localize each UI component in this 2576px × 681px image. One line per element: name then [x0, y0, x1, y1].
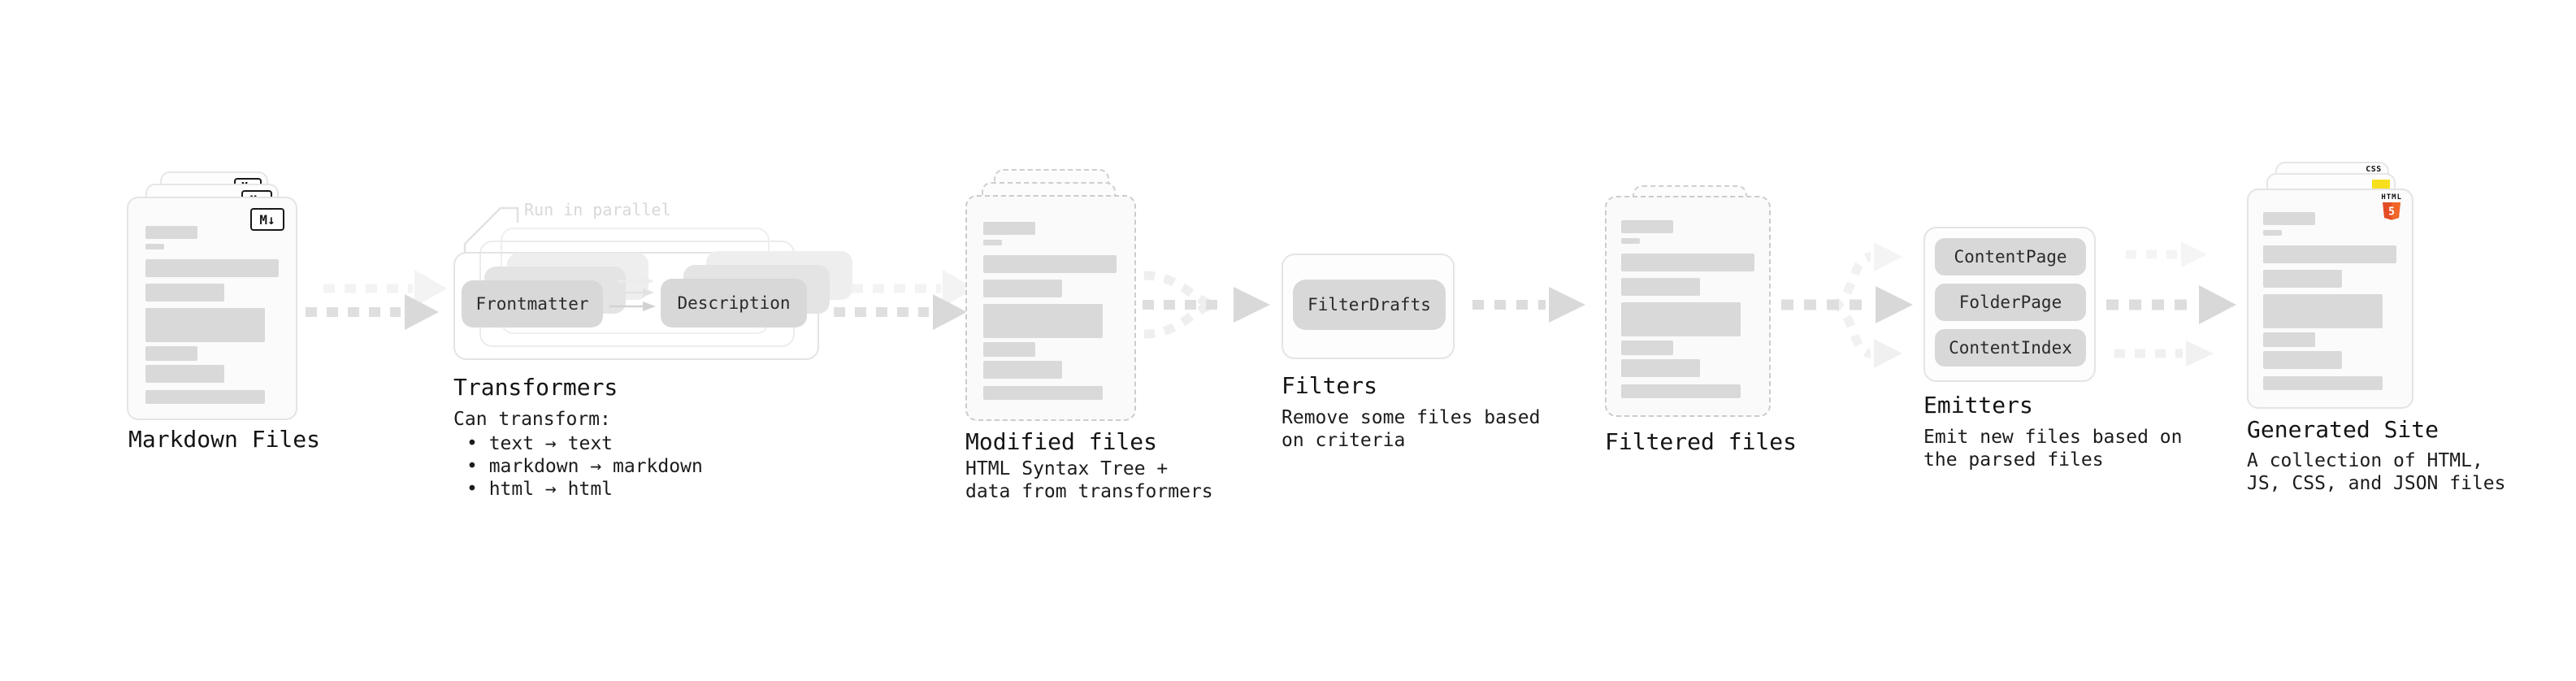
html5-icon: HTML 5 [2381, 194, 2402, 223]
stage-label-transformers: Transformers [453, 374, 618, 401]
text-line-placeholder [2263, 212, 2315, 225]
text-line-placeholder [145, 226, 197, 239]
pill-flow-arrows [609, 276, 656, 311]
text-line-placeholder [1621, 384, 1741, 398]
bullet-item: • html → html [466, 479, 614, 500]
markdown-file-card-front: M↓ [127, 197, 297, 420]
emitter-content-page-pill: ContentPage [1935, 238, 2086, 275]
text-line-placeholder [145, 259, 279, 277]
bullet-item: • markdown → markdown [466, 456, 703, 477]
transformer-description-pill: Description [661, 279, 807, 327]
flow-arrow-modified-to-filters [1143, 271, 1270, 339]
text-line-placeholder [983, 255, 1117, 273]
text-line-placeholder [1621, 238, 1640, 244]
text-line-placeholder [983, 240, 1002, 245]
text-line-placeholder [145, 365, 224, 383]
modified-file-card [965, 195, 1136, 421]
markdown-icon: M↓ [250, 208, 284, 231]
emitter-folder-page-pill: FolderPage [1935, 284, 2086, 321]
filters-desc: Remove some files based on criteria [1281, 407, 1541, 451]
run-in-parallel-connector [463, 206, 519, 254]
stage-label-generated-site: Generated Site [2247, 416, 2439, 443]
flow-arrow-transformers-to-modified [834, 270, 975, 330]
text-line-placeholder [145, 284, 224, 301]
text-line-placeholder [1621, 254, 1754, 271]
text-line-placeholder [2263, 332, 2315, 347]
text-line-placeholder [2263, 230, 2282, 236]
text-line-placeholder [2263, 376, 2383, 390]
text-line-placeholder [145, 308, 265, 342]
text-line-placeholder [983, 222, 1035, 235]
text-line-placeholder [145, 244, 164, 249]
stage-label-filtered-files: Filtered files [1605, 428, 1798, 455]
text-line-placeholder [983, 386, 1103, 400]
file-content-placeholder [2263, 212, 2396, 390]
text-line-placeholder [145, 346, 197, 361]
flow-arrow-emitters-to-generated [2106, 241, 2236, 367]
text-line-placeholder [145, 390, 265, 404]
emitters-box: ContentPage FolderPage ContentIndex [1923, 227, 2096, 382]
flow-arrow-filters-to-filtered [1472, 287, 1585, 323]
transformers-desc-title: Can transform: [453, 409, 611, 430]
text-line-placeholder [983, 342, 1035, 357]
generated-site-desc: A collection of HTML, JS, CSS, and JSON … [2247, 450, 2506, 494]
modified-files-desc: HTML Syntax Tree + data from transformer… [965, 458, 1213, 502]
flow-arrow-filtered-to-emitters [1781, 242, 1913, 368]
text-line-placeholder [983, 304, 1103, 338]
text-line-placeholder [1621, 359, 1700, 377]
stage-label-modified-files: Modified files [965, 428, 1158, 455]
emitter-content-index-pill: ContentIndex [1935, 329, 2086, 367]
text-line-placeholder [2263, 351, 2342, 369]
svg-text:5: 5 [2388, 206, 2395, 219]
filter-drafts-pill: FilterDrafts [1293, 280, 1446, 330]
text-line-placeholder [983, 280, 1062, 297]
text-line-placeholder [1621, 220, 1673, 233]
transformer-frontmatter-pill: Frontmatter [462, 280, 603, 327]
filtered-file-card [1605, 196, 1771, 417]
text-line-placeholder [2263, 245, 2396, 263]
text-line-placeholder [1621, 302, 1741, 336]
text-line-placeholder [1621, 278, 1700, 296]
file-content-placeholder [983, 222, 1117, 400]
javascript-icon [2372, 180, 2390, 189]
emitters-desc: Emit new files based on the parsed files [1923, 427, 2183, 471]
transformers-bullet-list: • text → text • markdown → markdown • ht… [453, 432, 703, 501]
run-in-parallel-note: Run in parallel [524, 200, 671, 219]
stage-label-emitters: Emitters [1923, 392, 2033, 419]
bullet-item: • text → text [466, 433, 614, 454]
generated-file-card-html: HTML 5 [2247, 189, 2413, 409]
text-line-placeholder [1621, 340, 1673, 355]
text-line-placeholder [983, 361, 1062, 379]
file-content-placeholder [1621, 220, 1754, 398]
stage-label-markdown-files: Markdown Files [128, 426, 321, 453]
stage-label-filters: Filters [1281, 372, 1378, 399]
text-line-placeholder [2263, 270, 2342, 288]
filters-box: FilterDrafts [1281, 254, 1455, 359]
file-content-placeholder [145, 226, 279, 404]
flow-arrow-markdown-to-transformers [306, 270, 447, 330]
text-line-placeholder [2263, 294, 2383, 328]
